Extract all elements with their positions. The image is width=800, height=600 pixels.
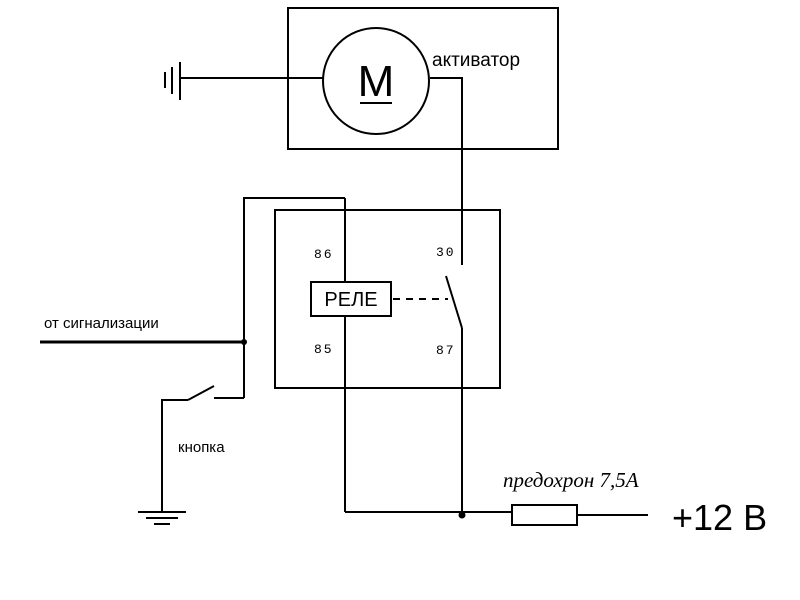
pin-86-label: 86 xyxy=(314,247,334,262)
relay-coil-box xyxy=(310,281,392,317)
pin-87-label: 87 xyxy=(436,343,456,358)
from-alarm-label: от сигнализации xyxy=(44,315,159,332)
button-label: кнопка xyxy=(178,439,225,456)
junction-alarm xyxy=(241,339,247,345)
fuse-label: предохрон 7,5А xyxy=(503,468,639,492)
relay-switch-contact xyxy=(445,275,463,329)
relay-box xyxy=(274,209,501,389)
fuse-icon xyxy=(511,504,578,526)
pin-85-label: 85 xyxy=(314,342,334,357)
actuator-box xyxy=(287,7,559,150)
ground-icon-button xyxy=(138,511,186,525)
wire-pin86-to-alarm xyxy=(243,197,345,398)
wire-motor-to-pin30 xyxy=(430,77,463,265)
supply-label: +12 В xyxy=(672,497,767,538)
actuator-label: активатор xyxy=(432,50,520,71)
pin-30-label: 30 xyxy=(436,245,456,260)
motor-icon xyxy=(322,27,430,135)
relay-label: РЕЛЕ xyxy=(324,289,377,311)
button-switch-icon xyxy=(161,385,244,512)
junction-bus xyxy=(458,511,466,519)
ground-icon-motor xyxy=(164,62,323,100)
motor-letter: M xyxy=(358,57,395,106)
